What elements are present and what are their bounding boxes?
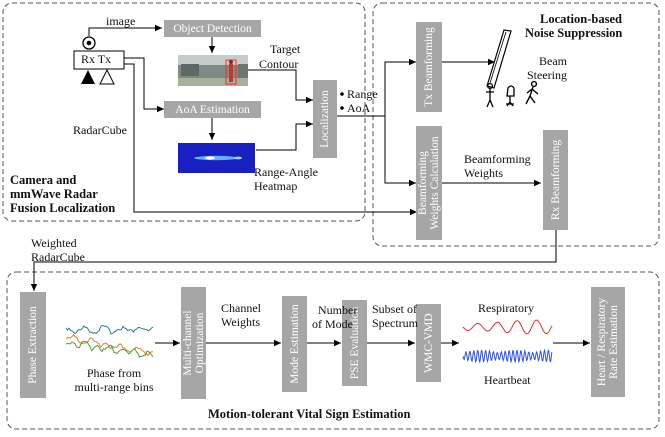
arrow-image [88,24,162,36]
object-detection-box: Object Detection [164,20,261,37]
aoa-label: AoA [347,101,371,115]
walking-person-icon [525,80,539,105]
target-contour-line1: Target [270,42,301,56]
tx-beamforming-box: Tx Beamforming [416,22,442,112]
target-detection-photo [178,55,248,86]
rate-estimation-label: Heart / Respiratory Rate Estimation [596,298,620,386]
radarcube-label: RadarCube [73,123,127,137]
bw-calc-line1: Beamforming [417,151,429,215]
heartbeat-waveform [462,348,553,364]
range-label: Range [347,87,378,101]
target-contour-line2: Contour [259,57,299,71]
weighted-radarcube-line2: RadarCube [31,250,85,264]
arrow-heatmap-localization [256,120,313,151]
noise-suppression-title-line2: Noise Suppression [525,26,623,40]
beam-steering-line1: Beam [539,54,567,68]
chair-icon [506,85,515,107]
phase-extraction-label: Phase Extraction [27,306,39,384]
weighted-radarcube-line1: Weighted [31,236,77,250]
multichannel-optimization-label: Multi-channel Optimization [182,310,206,375]
rx-beamforming-box: Rx Beamforming [543,130,568,230]
camera-icon [82,36,96,50]
number-mode-line2: of Mode [312,317,353,331]
localization-label: Localization [319,90,331,148]
mco-line2: Optimization [193,312,206,374]
camera-fusion-title-line3: Fusion Localization [10,201,116,215]
channel-weights-line2: Weights [221,315,261,329]
beam-steering-line2: Steering [527,68,567,82]
phase-trace-blue [65,324,154,335]
camera-fusion-title-line1: Camera and [10,173,77,187]
standing-person-icon [486,82,494,108]
vital-sign-title: Motion-tolerant Vital Sign Estimation [208,407,411,421]
bw-weights-line2: Weights [464,166,504,180]
phase-trace-orange [65,333,154,357]
wmc-vmd-label: WMC-VMD [422,313,435,373]
rx-beamforming-label: Rx Beamforming [549,139,562,221]
subset-spectrum-line1: Subset of [372,302,417,316]
phase-bins-line2: multi-range bins [74,380,154,394]
image-label: image [106,14,136,28]
respiratory-waveform [462,319,553,335]
range-angle-heatmap [178,143,255,173]
localization-box: Localization [313,80,337,158]
range-bullet [340,92,344,96]
radar-box [73,50,125,70]
camera-fusion-module-border [2,2,366,222]
rate-line2: Rate Estimation [608,305,620,379]
mode-estimation-box: Mode Estimation [282,296,307,392]
arrow-to-bw-calc [384,116,416,187]
beam-icon [486,29,512,89]
noise-suppression-module-border [372,2,660,247]
camera-fusion-title-line2: mmWave Radar [10,187,98,201]
respiratory-label: Respiratory [478,301,534,315]
multichannel-optimization-box: Multi-channel Optimization [181,287,206,399]
bw-calc-line2: Weights Calculation [429,136,441,230]
pse-evaluation-box: PSE Evaluation [342,300,367,386]
range-angle-line2: Heatmap [254,179,298,193]
bw-weights-line1: Beamforming [464,152,531,166]
arrow-weighted-radarcube [30,212,557,291]
channel-weights-line1: Channel [221,301,261,315]
wmc-vmd-box: WMC-VMD [416,304,441,382]
phase-extraction-box: Phase Extraction [20,292,46,398]
arrow-radar-aoa [124,57,164,113]
arrow-to-tx-beamforming [384,58,416,116]
bw-calc-box: Beamforming Weights Calculation [416,126,442,240]
rx-antenna-icon [81,70,95,84]
tx-beamforming-label: Tx Beamforming [423,27,435,107]
noise-suppression-title-line1: Location-based [540,12,622,26]
vital-sign-module-border [6,271,660,430]
phase-trace-green [65,340,154,358]
subset-spectrum-line2: Spectrum [372,316,418,330]
radar-label: Rx Tx [81,52,112,66]
heartbeat-label: Heartbeat [484,373,531,387]
aoa-bullet [340,106,344,110]
rate-estimation-box: Heart / Respiratory Rate Estimation [591,287,625,397]
rate-line1: Heart / Respiratory [596,297,608,387]
bw-calc-label: Beamforming Weights Calculation [417,136,441,229]
tx-antenna-icon [99,68,115,85]
arrow-radar-bwcalc [124,63,417,216]
range-angle-line1: Range-Angle [254,165,318,179]
mode-estimation-label: Mode Estimation [288,304,301,384]
phase-bins-line1: Phase from [86,366,142,380]
aoa-estimation-box: AoA Estimation [164,101,261,118]
arrow-contour-localization [248,69,313,104]
number-mode-line1: Number [318,303,358,317]
mco-line1: Multi-channel [181,310,194,376]
